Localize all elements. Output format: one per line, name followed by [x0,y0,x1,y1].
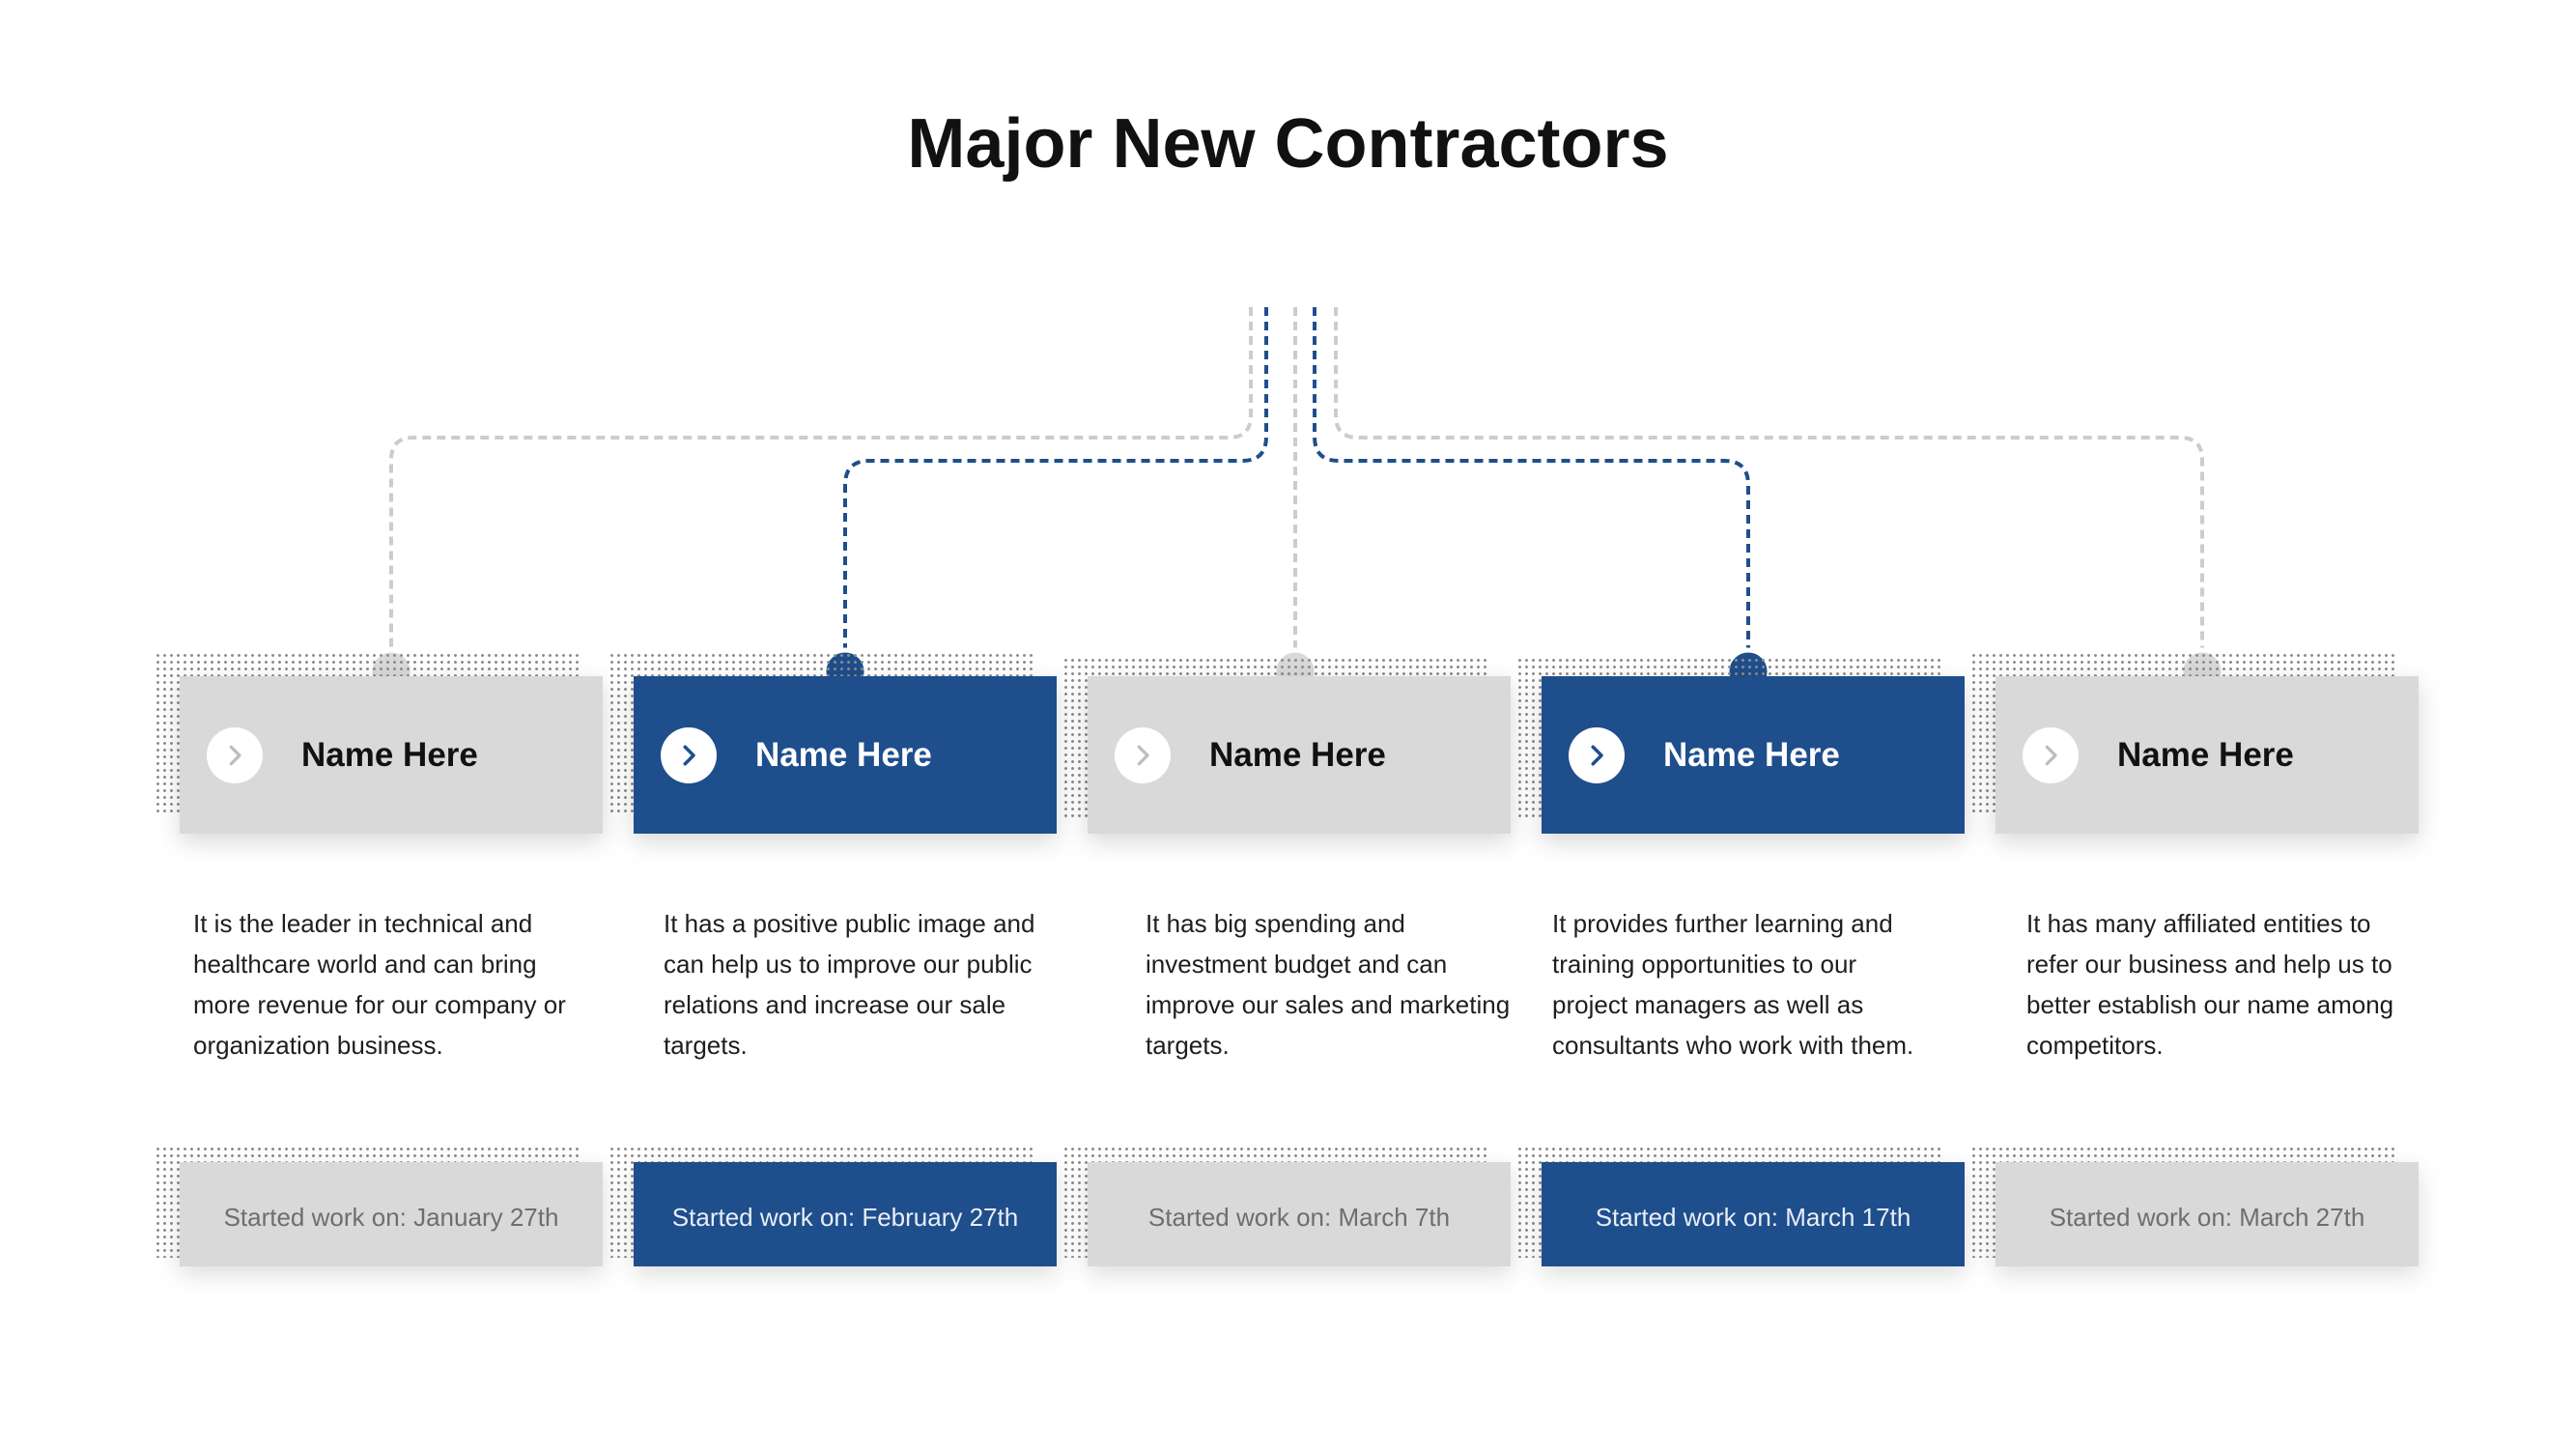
start-date-badge: Started work on: March 17th [1542,1162,1965,1266]
chevron-right-icon[interactable] [207,727,263,783]
contractor-card-2[interactable]: Name Here [634,676,1057,834]
contractor-name: Name Here [755,736,932,774]
chevron-right-icon[interactable] [1115,727,1171,783]
contractor-card-1[interactable]: Name Here [180,676,603,834]
connector-2 [843,307,1268,668]
page-title: Major New Contractors [907,105,1669,183]
start-date-text: Started work on: March 27th [2049,1203,2365,1232]
start-date-badge: Started work on: February 27th [634,1162,1057,1266]
contractor-card-5[interactable]: Name Here [1996,676,2419,834]
start-date-text: Started work on: February 27th [671,1203,1019,1232]
chevron-right-icon[interactable] [2023,727,2079,783]
chevron-right-icon[interactable] [661,727,717,783]
chevron-right-icon[interactable] [1569,727,1625,783]
contractor-card-4[interactable]: Name Here [1542,676,1965,834]
contractor-description: It has big spending and investment budge… [1146,909,1511,1060]
start-date-badge: Started work on: March 27th [1996,1162,2419,1266]
start-date-text: Started work on: January 27th [223,1203,559,1232]
start-date-text: Started work on: March 17th [1595,1203,1911,1232]
contractor-description: It has many affiliated entities to refer… [2026,909,2394,1060]
contractor-name: Name Here [2117,736,2294,774]
connector-5 [1334,307,2204,668]
contractor-name: Name Here [301,736,478,774]
start-date-badge: Started work on: January 27th [180,1162,603,1266]
start-date-text: Started work on: March 7th [1147,1203,1451,1232]
connector-4 [1313,307,1750,668]
start-date-badge: Started work on: March 7th [1088,1162,1511,1266]
contractor-description: It provides further learning and trainin… [1552,909,1914,1060]
contractor-name: Name Here [1663,736,1840,774]
contractor-name: Name Here [1209,736,1386,774]
contractor-description: It is the leader in technical and health… [193,909,566,1060]
contractor-description: It has a positive public image and can h… [664,909,1035,1060]
contractor-card-3[interactable]: Name Here [1088,676,1511,834]
connector-1 [389,307,1253,668]
